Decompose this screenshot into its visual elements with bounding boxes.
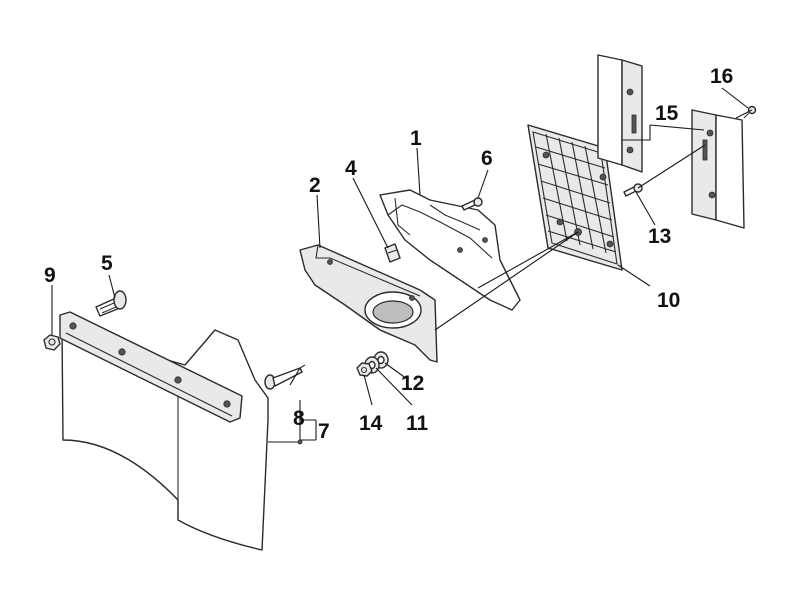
callout-14: 14 (359, 412, 383, 435)
callout-8: 8 (293, 407, 305, 430)
part-13-screw (623, 183, 643, 197)
callout-13: 13 (648, 225, 671, 248)
callout-2: 2 (309, 174, 321, 197)
leader-lines (51, 87, 753, 445)
callout-16: 16 (710, 65, 733, 88)
callout-6: 6 (481, 147, 493, 170)
part-2-bracket (299, 244, 438, 363)
callouts: 1 2 4 5 6 7 8 9 10 11 12 13 14 15 16 (44, 65, 733, 443)
callout-5: 5 (101, 252, 113, 275)
part-4-clip (384, 243, 401, 263)
part-10-plate (527, 124, 623, 271)
callout-7: 7 (318, 420, 330, 443)
callout-1: 1 (410, 127, 422, 150)
part-9-nut (43, 334, 61, 351)
part-16-screw (743, 105, 757, 119)
callout-9: 9 (44, 264, 56, 287)
part-mounting-bar (59, 311, 243, 423)
part-15-bracket-upper (597, 54, 643, 173)
part-5-bolt (95, 290, 127, 317)
callout-12: 12 (401, 372, 424, 395)
part-15-bracket-lower (691, 109, 745, 229)
callout-15: 15 (655, 102, 679, 125)
part-6-screw (461, 197, 483, 211)
part-8-rivet (264, 364, 306, 390)
part-14-nut (356, 362, 373, 377)
callout-10: 10 (657, 289, 680, 312)
callout-4: 4 (345, 157, 357, 180)
part-1-housing (379, 189, 521, 311)
callout-11: 11 (406, 412, 429, 435)
